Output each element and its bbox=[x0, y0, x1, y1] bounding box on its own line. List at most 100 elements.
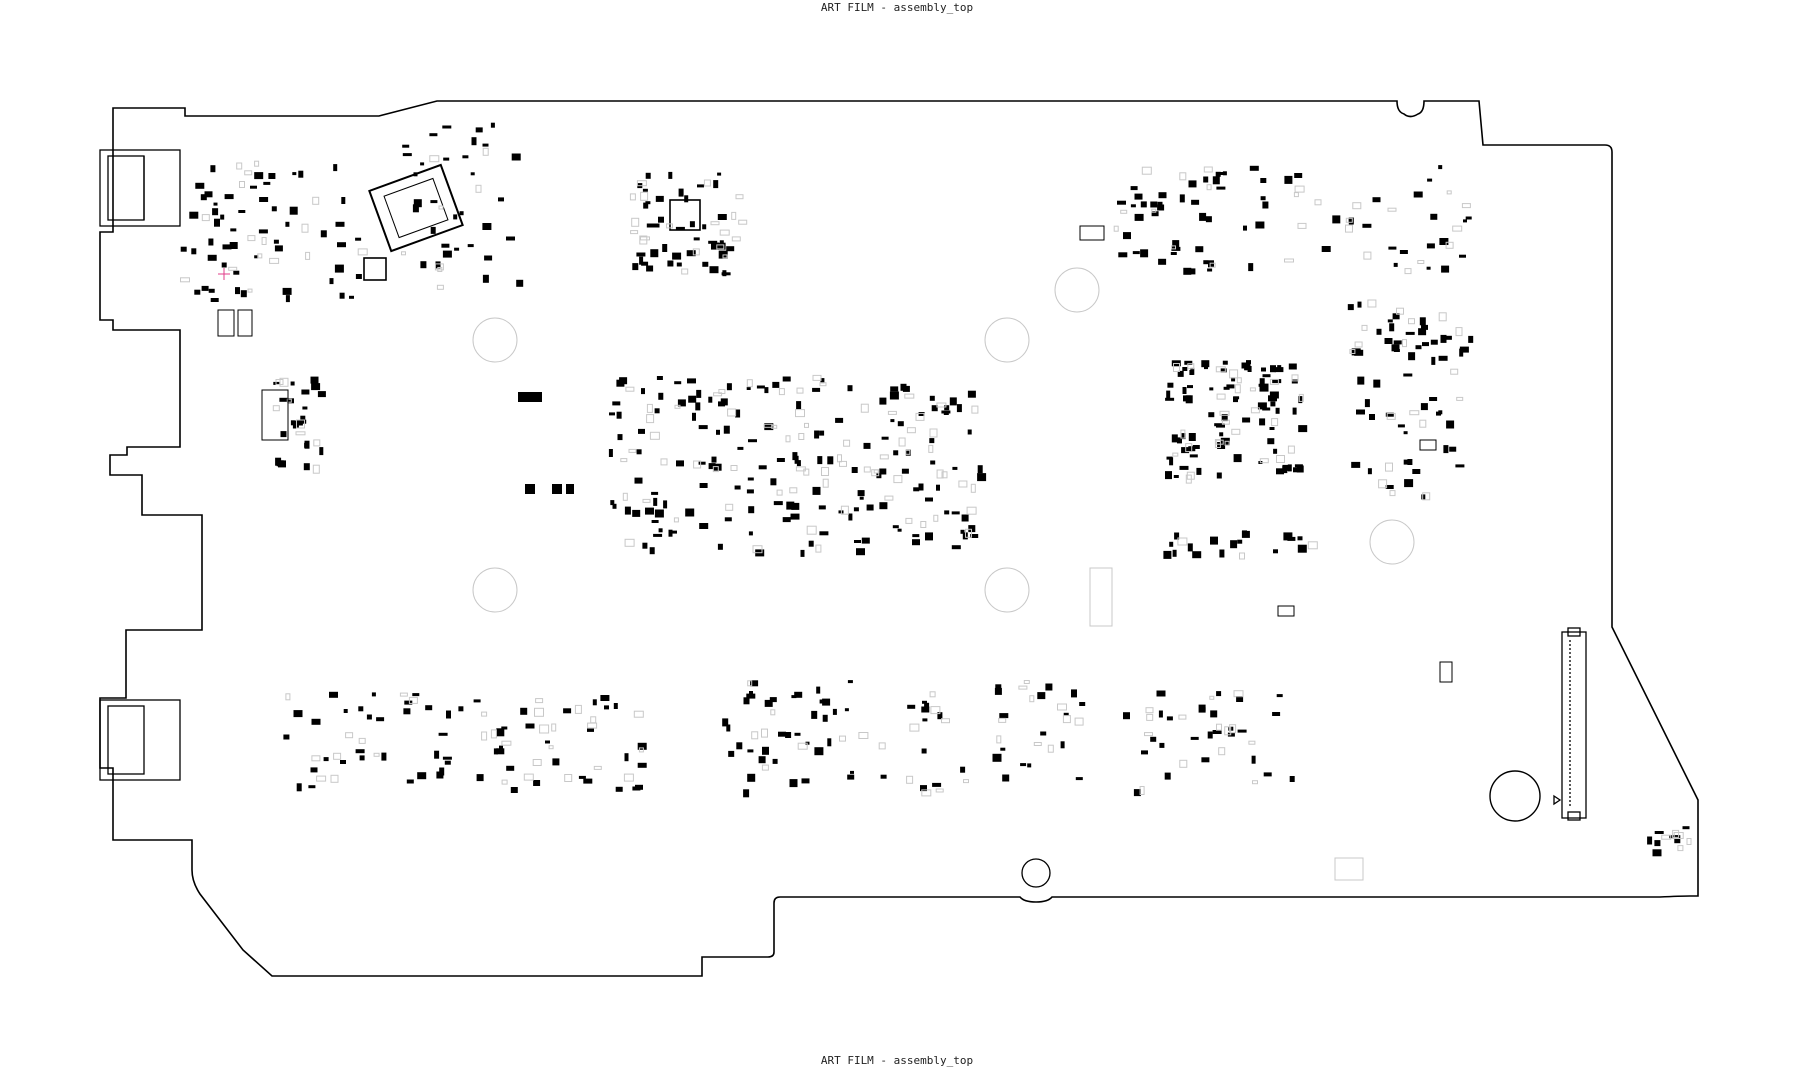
smd-pad bbox=[443, 157, 450, 161]
smd-pad bbox=[1283, 532, 1293, 541]
smd-pad bbox=[180, 277, 190, 283]
smd-pad bbox=[1376, 328, 1382, 335]
smd-pad bbox=[269, 257, 280, 264]
smd-pad bbox=[698, 425, 708, 430]
smd-pad bbox=[1426, 266, 1431, 270]
smd-pad bbox=[929, 428, 938, 438]
smd-pad bbox=[1465, 216, 1472, 220]
smd-pad bbox=[944, 510, 950, 515]
smd-pad bbox=[1210, 536, 1218, 545]
smd-pad bbox=[1284, 175, 1293, 184]
smd-pad bbox=[844, 708, 849, 712]
smd-pad bbox=[796, 387, 804, 394]
smd-pad bbox=[1215, 439, 1224, 445]
smd-pad bbox=[640, 191, 649, 201]
smd-pad bbox=[1192, 445, 1200, 449]
smd-pad bbox=[574, 704, 582, 714]
smd-pad bbox=[210, 165, 216, 173]
smd-pad bbox=[317, 391, 326, 398]
smd-pad bbox=[960, 529, 965, 534]
smd-pad bbox=[359, 755, 365, 761]
smd-pad bbox=[204, 191, 213, 198]
smd-pad bbox=[796, 460, 801, 467]
smd-pad bbox=[770, 709, 776, 716]
smd-pad bbox=[305, 251, 311, 260]
smd-pad bbox=[1449, 446, 1457, 452]
smd-pad bbox=[773, 501, 783, 506]
smd-pad bbox=[693, 460, 702, 469]
smd-pad bbox=[646, 223, 651, 228]
smd-pad bbox=[1391, 344, 1400, 352]
smd-pad bbox=[435, 261, 441, 269]
smd-pad bbox=[646, 265, 654, 272]
smd-pad bbox=[1224, 440, 1230, 446]
connector-top-left bbox=[99, 149, 181, 227]
smd-pad bbox=[835, 417, 844, 423]
smd-pad bbox=[1223, 386, 1230, 390]
smd-pad bbox=[624, 506, 631, 515]
smd-pad bbox=[272, 405, 280, 412]
smd-pad bbox=[1177, 437, 1182, 444]
smd-pad bbox=[442, 250, 452, 258]
smd-pad bbox=[971, 405, 979, 414]
bga-chip bbox=[368, 163, 464, 253]
smd-pad bbox=[1276, 694, 1283, 698]
smd-pad bbox=[1170, 252, 1177, 255]
smd-pad bbox=[1389, 490, 1396, 497]
smd-pad bbox=[1182, 367, 1188, 371]
smd-pad bbox=[1430, 339, 1438, 345]
smd-pad bbox=[667, 260, 674, 267]
smd-pad bbox=[1248, 740, 1256, 745]
smd-pad bbox=[230, 228, 237, 232]
smd-pad bbox=[1201, 757, 1210, 763]
smd-pad bbox=[1294, 173, 1303, 178]
smd-pad bbox=[1389, 323, 1395, 332]
smd-pad bbox=[782, 376, 791, 382]
smd-pad bbox=[506, 765, 515, 771]
smd-pad bbox=[1167, 382, 1174, 388]
smd-pad bbox=[1075, 777, 1083, 781]
smd-pad bbox=[785, 435, 791, 443]
smd-pad bbox=[1444, 335, 1452, 340]
smd-pad bbox=[1242, 417, 1251, 423]
smd-pad bbox=[1002, 774, 1010, 782]
smd-pad bbox=[259, 197, 269, 202]
smd-pad bbox=[1221, 414, 1228, 422]
smd-pad bbox=[1427, 178, 1433, 182]
smd-components bbox=[180, 122, 1690, 857]
smd-pad bbox=[748, 506, 755, 514]
smd-pad bbox=[909, 723, 920, 732]
smd-pad bbox=[764, 387, 769, 394]
smd-pad bbox=[992, 753, 1002, 762]
smd-pad bbox=[292, 420, 299, 429]
smd-pad bbox=[632, 509, 641, 517]
smd-pad bbox=[329, 278, 334, 285]
smd-pad bbox=[604, 705, 609, 710]
smd-pad bbox=[905, 517, 913, 524]
smd-pad bbox=[711, 456, 717, 463]
smd-pad bbox=[1217, 442, 1226, 449]
smd-pad bbox=[639, 256, 644, 265]
smd-pad bbox=[794, 455, 799, 464]
smd-pad bbox=[1181, 447, 1190, 454]
smd-pad bbox=[1443, 445, 1449, 454]
smd-pad bbox=[815, 544, 822, 553]
smd-pad bbox=[1259, 418, 1266, 426]
smd-pad bbox=[697, 184, 704, 188]
smd-pad bbox=[1133, 789, 1141, 797]
smd-pad bbox=[1259, 378, 1265, 387]
smd-pad bbox=[180, 246, 187, 252]
smd-pad bbox=[300, 415, 306, 421]
smd-pad bbox=[879, 454, 889, 460]
smd-pad bbox=[929, 438, 935, 444]
smd-pad bbox=[790, 513, 800, 520]
smd-pad bbox=[236, 162, 243, 170]
mounting-hole bbox=[1054, 267, 1100, 313]
smd-pad bbox=[921, 706, 930, 713]
smd-pad bbox=[587, 727, 594, 732]
smd-pad bbox=[1190, 268, 1196, 275]
smd-pad bbox=[293, 710, 303, 718]
smd-pad bbox=[658, 392, 664, 400]
smd-pad bbox=[906, 427, 916, 434]
smd-pad bbox=[699, 483, 708, 488]
